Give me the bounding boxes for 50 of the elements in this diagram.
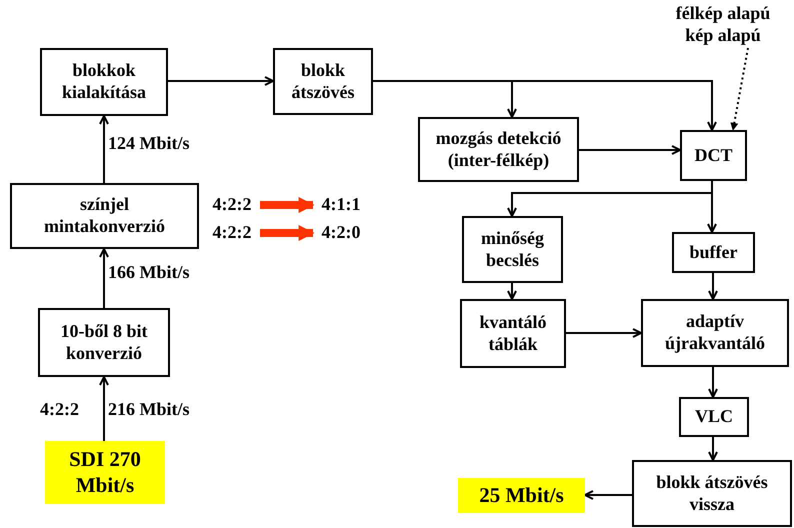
- arrow: [708, 367, 718, 398]
- process-box: [10, 183, 199, 249]
- process-box: [273, 48, 373, 115]
- arrow: [707, 181, 717, 233]
- format-text: 4:2:2: [212, 194, 252, 216]
- annotation-text: félkép alapú: [676, 3, 770, 25]
- highlighted-box: [458, 478, 585, 513]
- arrow: [99, 248, 109, 308]
- process-box: [462, 216, 563, 283]
- process-box: [679, 397, 749, 437]
- arrow: [507, 283, 517, 300]
- arrow: [566, 328, 642, 338]
- arrow: [373, 80, 717, 131]
- arrow: [99, 376, 109, 441]
- box-label: 10-ből 8 bit konverzió: [59, 320, 148, 364]
- annotation-text: kép alapú: [685, 25, 761, 47]
- format-text: 4:1:1: [322, 194, 360, 216]
- process-box: [460, 299, 566, 368]
- arrow: [168, 76, 274, 86]
- box-label: minőség becslés: [480, 228, 545, 272]
- conversion-arrow: [260, 225, 315, 241]
- process-box: [641, 299, 789, 367]
- box-label: VLC: [694, 406, 733, 428]
- box-label: buffer: [690, 242, 738, 264]
- arrow: [579, 145, 681, 155]
- box-label: 25 Mbit/s: [479, 482, 564, 508]
- dotted-arrow: [730, 48, 749, 131]
- process-box: [40, 48, 168, 116]
- box-label: színjel mintakonverzió: [43, 194, 166, 238]
- process-box: [38, 308, 170, 377]
- process-box: [672, 232, 755, 273]
- process-box: [680, 130, 747, 181]
- process-box: [632, 460, 792, 527]
- box-label: DCT: [694, 144, 732, 166]
- arrow: [708, 437, 718, 461]
- format-text: 4:2:0: [322, 222, 360, 244]
- box-label: kvantáló táblák: [478, 312, 548, 356]
- arrow: [99, 115, 109, 183]
- process-box: [418, 117, 579, 182]
- box-label: blokk átszövés vissza: [655, 472, 769, 516]
- format-text: 4:2:2: [212, 222, 252, 244]
- conversion-arrow: [260, 197, 315, 213]
- arrow: [708, 273, 718, 300]
- box-label: SDI 270 Mbit/s: [68, 447, 142, 498]
- box-label: blokkok kialakítása: [60, 60, 148, 104]
- box-label: mozgás detekció (inter-félkép): [434, 128, 562, 172]
- arrow: [584, 490, 632, 500]
- box-label: adaptív újrakvantáló: [664, 311, 766, 355]
- box-label: blokk átszövés: [290, 60, 356, 104]
- highlighted-box: [45, 441, 165, 504]
